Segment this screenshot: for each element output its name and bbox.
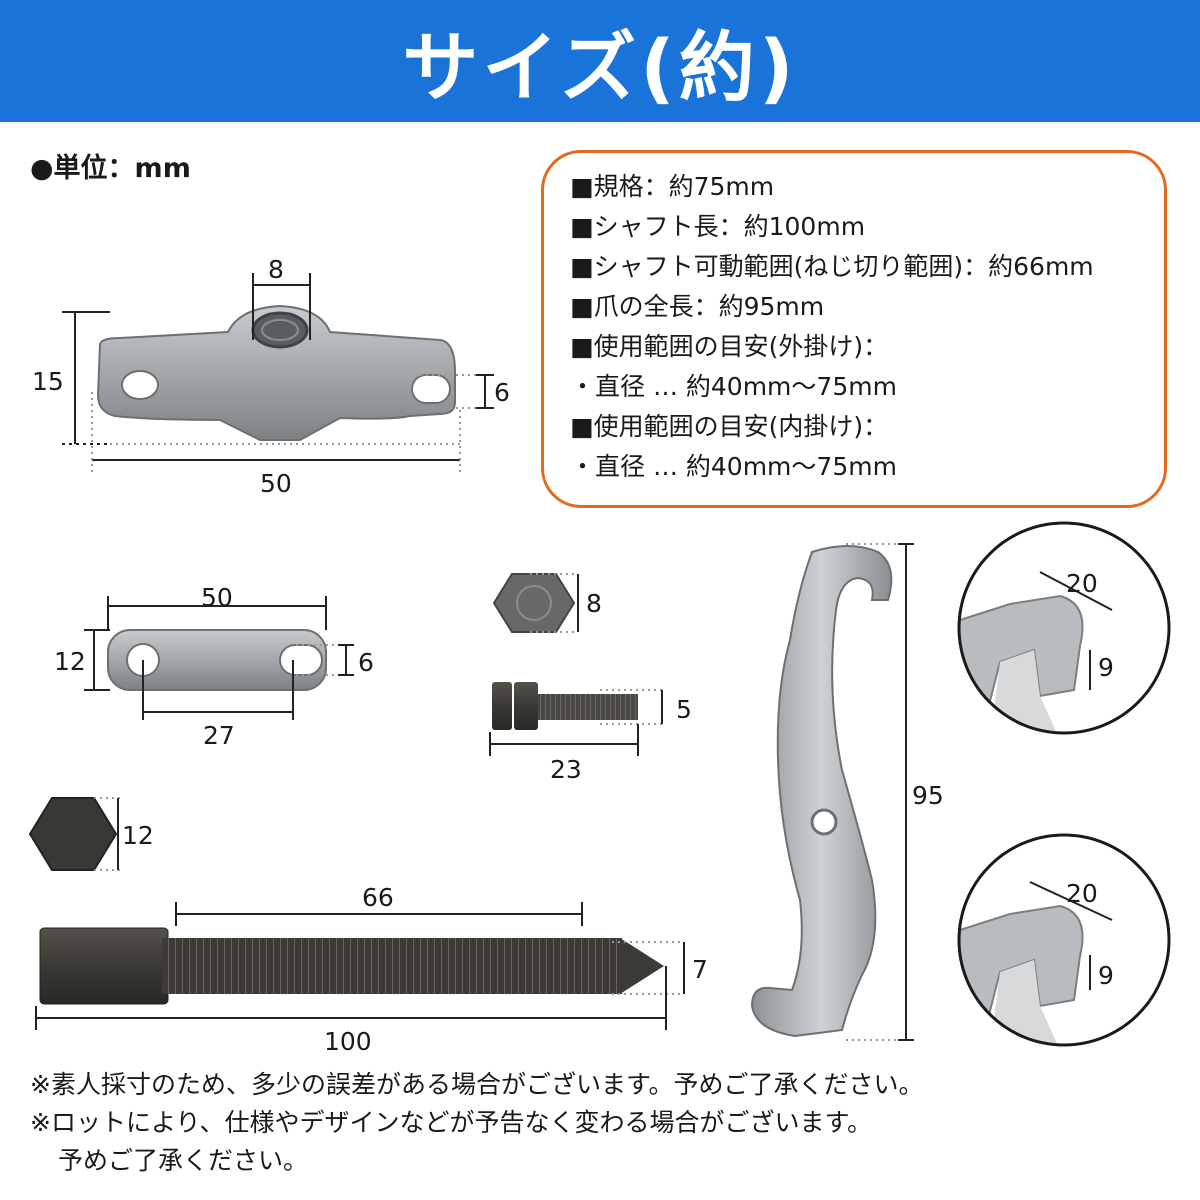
large-nut-label: 12 (122, 821, 154, 850)
shaft-head (39, 927, 169, 1005)
small-bolt-nut-a (492, 682, 512, 730)
large-nut-icon (28, 797, 118, 871)
yoke-hole-label: 8 (268, 255, 284, 284)
plate-dimensions: 50 12 6 27 (54, 583, 374, 750)
jaw-tip-inner-depth-label: 9 (1098, 961, 1114, 990)
spec-line: ■シャフト可動範囲(ねじ切り範囲)：約66mm (570, 252, 1094, 281)
note-line: ※素人採寸のため、多少の誤差がある場合がございます。予めご了承ください。 (30, 1070, 924, 1099)
small-bolt-shaft (538, 694, 638, 720)
shaft-length-label: 100 (324, 1027, 372, 1056)
yoke-right-slot (411, 374, 451, 404)
plate-part (107, 629, 327, 691)
note-line: ※ロットにより、仕様やデザインなどが予告なく変わる場合がございます。 (30, 1108, 872, 1137)
spec-line: ■規格：約75mm (570, 172, 775, 201)
plate-height-label: 12 (54, 647, 86, 676)
small-bolt-nut-b (514, 682, 538, 730)
small-nut-label: 8 (586, 589, 602, 618)
note-line: 予めご了承ください。 (58, 1146, 309, 1175)
jaw-part: 95 (750, 543, 944, 1041)
spec-line: ■使用範囲の目安(内掛け)： (570, 412, 889, 441)
jaw-tip-detail-outer: 20 9 (957, 521, 1171, 735)
yoke-length-label: 50 (260, 469, 292, 498)
jaw-body (750, 545, 893, 1038)
spec-line: ■爪の全長：約95mm (570, 292, 825, 321)
spec-line: ・直径 … 約40mm〜75mm (570, 452, 897, 481)
jaw-tip-outer-depth-label: 9 (1098, 653, 1114, 682)
yoke-height-label: 15 (32, 367, 64, 396)
jaw-pin-hole (810, 808, 838, 836)
title-banner: サイズ(約) (0, 0, 1200, 122)
small-bolt-part: 5 23 (489, 682, 692, 784)
small-bolt-diameter-label: 5 (676, 695, 692, 724)
spec-line: ・直径 … 約40mm〜75mm (570, 372, 897, 401)
plate-pitch-label: 27 (203, 721, 235, 750)
jaw-tip-outer-width-label: 20 (1066, 569, 1098, 598)
plate-slot-label: 6 (358, 648, 374, 677)
spec-line: ■使用範囲の目安(外掛け)： (570, 332, 889, 361)
shaft-tip (620, 938, 664, 994)
plate-body (107, 629, 327, 691)
shaft-thread (162, 938, 622, 994)
spec-box: ■規格：約75mm ■シャフト長：約100mm ■シャフト可動範囲(ねじ切り範囲… (541, 150, 1167, 508)
small-nut-icon (492, 573, 576, 633)
jaw-tip-inner-frame (957, 833, 1171, 1047)
yoke-left-hole (121, 370, 159, 400)
shaft-tip-label: 7 (692, 955, 708, 984)
plate-slot (279, 644, 323, 676)
notes: ※素人採寸のため、多少の誤差がある場合がございます。予めご了承ください。 ※ロッ… (30, 1066, 923, 1180)
unit-label: ●単位：mm (30, 153, 191, 184)
page-title: サイズ(約) (402, 23, 798, 112)
yoke-dimensions: 8 15 6 50 (32, 255, 510, 498)
shaft-thread-label: 66 (362, 883, 394, 912)
spec-line: ■シャフト長：約100mm (570, 212, 866, 241)
small-bolt-length-label: 23 (550, 755, 582, 784)
yoke-thread-ring (261, 319, 299, 341)
yoke-part (96, 304, 456, 441)
large-nut-part: 12 (28, 797, 154, 871)
yoke-body (96, 304, 456, 441)
jaw-length-label: 95 (912, 781, 944, 810)
jaw-tip-detail-inner: 20 9 (957, 833, 1171, 1047)
yoke-slot-label: 6 (494, 378, 510, 407)
jaw-tip-outer-frame (957, 521, 1171, 735)
jaw-tip-inner-width-label: 20 (1066, 879, 1098, 908)
plate-length-label: 50 (201, 583, 233, 612)
small-nut-part: 8 (492, 573, 602, 633)
shaft-part: 66 7 100 (35, 883, 708, 1056)
